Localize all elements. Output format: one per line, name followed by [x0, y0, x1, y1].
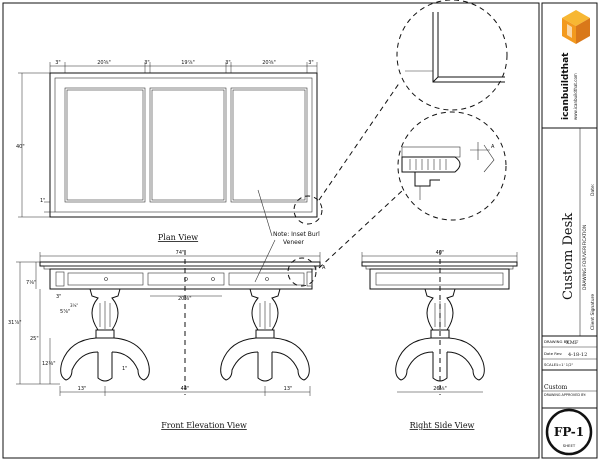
drawer-knob: [104, 277, 108, 281]
drawing-type-value: Custom: [544, 384, 568, 391]
note-line-1: Note: Inset Burl: [273, 231, 320, 238]
right-side-view: 40" 26⅛" Right Side View: [361, 250, 518, 430]
plan-panel-right: [230, 87, 308, 203]
front-dim-bottom-3: 13": [284, 386, 293, 392]
project-title: Custom Desk: [561, 213, 576, 300]
side-view-title: Right Side View: [410, 421, 475, 430]
plan-dim-6: 20⅝": [262, 60, 276, 66]
molding-top: [401, 146, 461, 158]
plan-dim-inset: 1": [40, 198, 45, 204]
note-line-2: Veneer: [283, 239, 305, 246]
plan-dim-5: 3": [225, 60, 230, 66]
left-leg-right: [111, 337, 150, 381]
plan-view-title: Plan View: [158, 233, 198, 242]
left-leg-left: [60, 337, 99, 381]
sheet-id-circle: [545, 408, 593, 456]
right-leg-right: [271, 337, 310, 381]
front-dim-apron: 7⅛": [26, 280, 36, 286]
plan-dim-depth: 40": [16, 144, 25, 150]
scale-label: SCALE:: [544, 362, 557, 367]
detail-circle-edge: [287, 257, 317, 287]
side-dim-width: 40": [436, 250, 445, 256]
front-dim-foot: 1": [122, 366, 127, 372]
detail-tag: A: [322, 265, 326, 271]
plan-panel-center: [149, 87, 227, 203]
drawing-for-label: DRAWING FOR/VERIFICATION: [582, 225, 588, 290]
detail-callouts: A A: [287, 0, 508, 287]
date-rev-value: 4-18-12: [568, 352, 587, 358]
plan-panel-left: [64, 87, 146, 203]
approved-by-label: DRAWING APPROVED BY:: [544, 393, 586, 397]
date-rev-label: Date Rev:: [544, 351, 562, 356]
plan-dim-4: 19⅞": [181, 60, 195, 66]
brand-logo: [562, 10, 590, 44]
front-dim-25: 25": [30, 336, 39, 342]
front-view-title: Front Elevation View: [161, 421, 247, 430]
front-dim-length: 74": [176, 250, 185, 256]
plan-dim-1: 3": [55, 60, 60, 66]
front-elevation: 74" 31⅞" 7⅛" 20⅝" 3" 5⅞" 3⅛" 25" 12⅛" 1"…: [8, 250, 321, 430]
front-dim-bottom-1: 13": [78, 386, 87, 392]
brand-url: www.icanbuildthat.com: [573, 73, 578, 120]
detail-circle-corner: [293, 195, 323, 225]
drawer-knob: [211, 277, 215, 281]
front-top: [39, 261, 321, 267]
right-leg-left: [220, 337, 259, 381]
sheet-label: SHEET: [563, 443, 576, 448]
sheet-id: FP-1: [554, 425, 584, 439]
sheet-border: [2, 2, 540, 459]
drawing-by-value: KMF: [566, 340, 579, 346]
title-block: icanbuildthat www.icanbuildthat.com Cust…: [541, 2, 598, 459]
plan-dim-3: 3": [144, 60, 149, 66]
detail-tag-large: A: [491, 144, 495, 150]
drawer-center: [147, 272, 225, 286]
front-apron: [49, 268, 313, 290]
date-label: Date:: [590, 184, 596, 196]
front-dim-sub: 3⅛": [70, 303, 78, 308]
front-dim-3: 3": [56, 294, 61, 300]
plan-dim-7: 3": [308, 60, 313, 66]
front-dim-height: 31⅞": [8, 320, 22, 326]
molding-profile: [401, 156, 461, 173]
plan-edge: [54, 77, 313, 213]
drawing-by-label: DRAWING BY:: [544, 339, 569, 344]
brand-name: icanbuildthat: [561, 52, 571, 120]
drawer-right: [228, 272, 305, 286]
title-block-frame: [541, 2, 598, 459]
side-dim-base: 26⅛": [433, 386, 447, 392]
plan-view: 3" 20⅝" 3" 19⅞" 3" 20⅝" 3" 40" 1" Plan V…: [16, 60, 318, 242]
drawer-left: [67, 272, 144, 286]
scale-value: 1=1' 1/2": [556, 363, 573, 367]
detail-circle-large-top: [396, 0, 508, 111]
front-dim-bottom-2: 44": [181, 386, 190, 392]
front-dim-small: 5⅞": [60, 309, 70, 315]
drawer-knob: [265, 277, 269, 281]
plan-outer-top: [49, 72, 318, 218]
front-dim-base: 12⅛": [42, 361, 56, 367]
detail-circle-large-bottom: [397, 111, 507, 221]
client-signature-label: Client Signature: [590, 294, 596, 330]
plan-dim-2: 20⅝": [97, 60, 111, 66]
front-dim-drawer: 20⅝": [178, 296, 192, 302]
